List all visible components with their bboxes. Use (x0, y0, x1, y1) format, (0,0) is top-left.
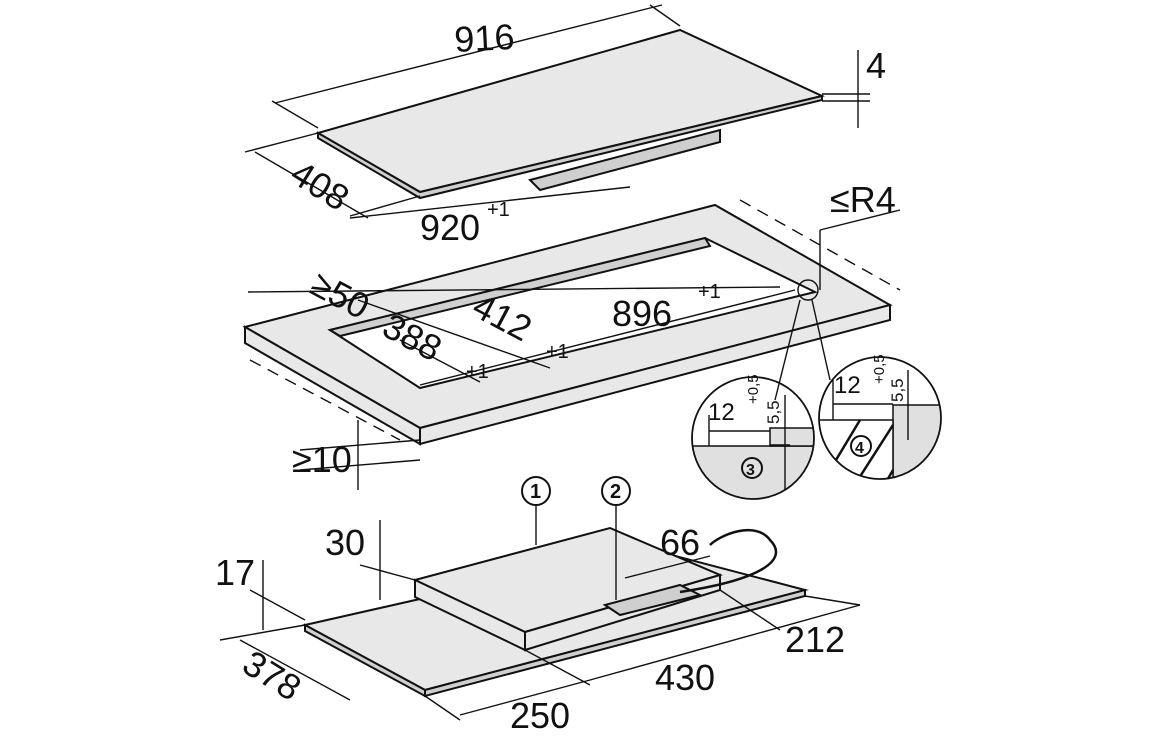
detail-4-width: 12 (834, 372, 861, 399)
radius-label: ≤R4 (830, 179, 896, 220)
cutout-width-tol: +1 (698, 281, 721, 303)
front-mid-label: 430 (655, 657, 715, 698)
countertop-right-edge (419, 303, 891, 446)
cutout-inner-wall (327, 236, 712, 338)
front-left-label: 250 (510, 695, 570, 736)
connection-box (602, 583, 703, 617)
hob-depth-label: 408 (284, 152, 357, 219)
cutout-depth-inner-tol: +1 (466, 361, 489, 383)
hob-overall-width-label: 920 (420, 207, 480, 248)
power-cable (679, 528, 778, 594)
box-height-label: 30 (325, 522, 365, 563)
detail-3-height-tol: +0,5 (745, 374, 762, 404)
radius-detail-circle (797, 279, 819, 301)
hob-width-label: 916 (453, 16, 515, 60)
hob-overall-width-tol: +1 (487, 199, 510, 221)
detail-4-height-tol: +0,5 (871, 354, 888, 384)
detail-4-marker: 4 (855, 440, 864, 457)
base-height-label: 17 (215, 552, 255, 593)
cutout-depth-outer-tol: +1 (546, 341, 569, 363)
cable-offset-label: 66 (660, 522, 700, 563)
countertop-cutout (242, 199, 901, 490)
hob-edge (317, 94, 823, 200)
detail-3-width: 12 (708, 399, 735, 426)
depth-label: 378 (236, 642, 309, 709)
cutout-width-label: 896 (612, 293, 672, 334)
hob-underside-box (528, 128, 721, 192)
hob-top-view (244, 4, 870, 219)
detail-3-marker: 3 (746, 462, 755, 479)
hob-underside-view (219, 476, 861, 721)
right-depth-label: 212 (785, 619, 845, 660)
min-thickness-label: ≥10 (292, 439, 352, 480)
detail-4-height: 5,5 (888, 378, 907, 402)
hob-glass-top (315, 28, 826, 194)
hob-thickness-label: 4 (866, 45, 886, 86)
marker-2: 2 (610, 481, 621, 503)
marker-1: 1 (530, 481, 541, 503)
detail-3-height: 5,5 (764, 400, 783, 424)
